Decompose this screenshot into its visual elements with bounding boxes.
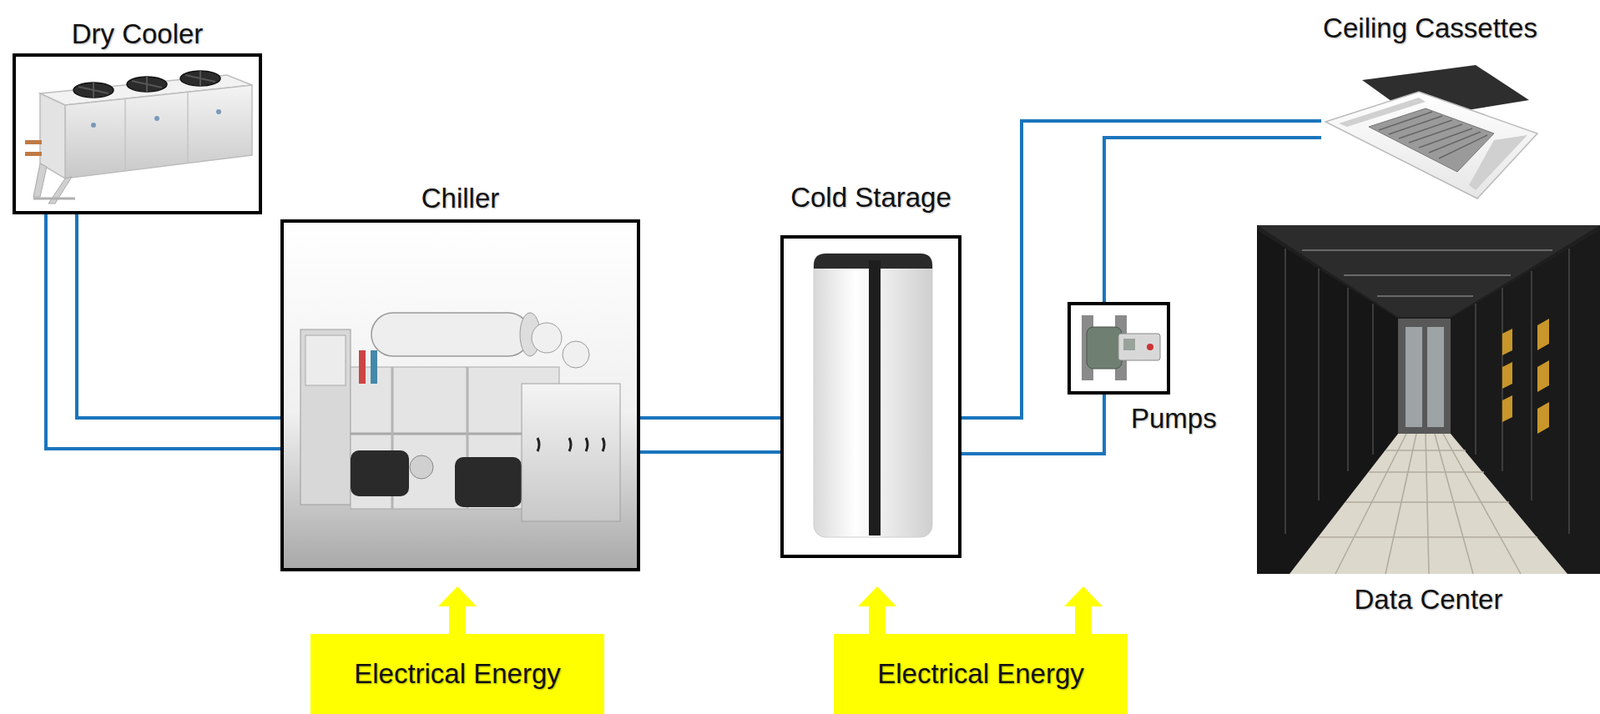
equipment-box: Pumps [1067,302,1171,395]
energy-arrow [858,586,897,635]
pipe-line [961,394,1105,455]
pipe-line [640,416,781,420]
node-heading: Ceiling Cassettes [1322,12,1538,45]
equipment-box: Cold Starage [780,235,962,559]
equipment-box: Dry Cooler [12,53,263,215]
pipe-line [1104,137,1322,303]
node-heading: Pumps [1130,403,1217,435]
pipe-line [640,450,781,455]
energy-arrow [1064,586,1103,635]
pipe-line [76,214,281,419]
storage-tank-picture [813,253,933,538]
node-heading: Chiller [421,182,500,215]
picture-node: Data Center [1256,225,1600,575]
pipe-line [45,214,281,450]
data-center-picture [1256,225,1600,575]
energy-box: Electrical Energy [833,634,1128,714]
box-label: Electrical Energy [353,658,561,691]
pump-picture [1081,315,1161,381]
energy-arrow [438,586,477,635]
energy-box: Electrical Energy [310,634,605,714]
chiller-picture [283,222,637,569]
node-heading: Cold Starage [790,181,952,214]
picture-node: Ceiling Cassettes [1321,60,1540,225]
node-heading: Data Center [1354,584,1504,616]
equipment-box: Chiller [280,219,641,572]
ceiling-cassette-picture [1325,65,1538,199]
node-heading: Dry Cooler [71,18,204,51]
pipe-line [961,121,1322,419]
dry-cooler-picture [25,70,253,204]
box-label: Electrical Energy [877,658,1085,691]
